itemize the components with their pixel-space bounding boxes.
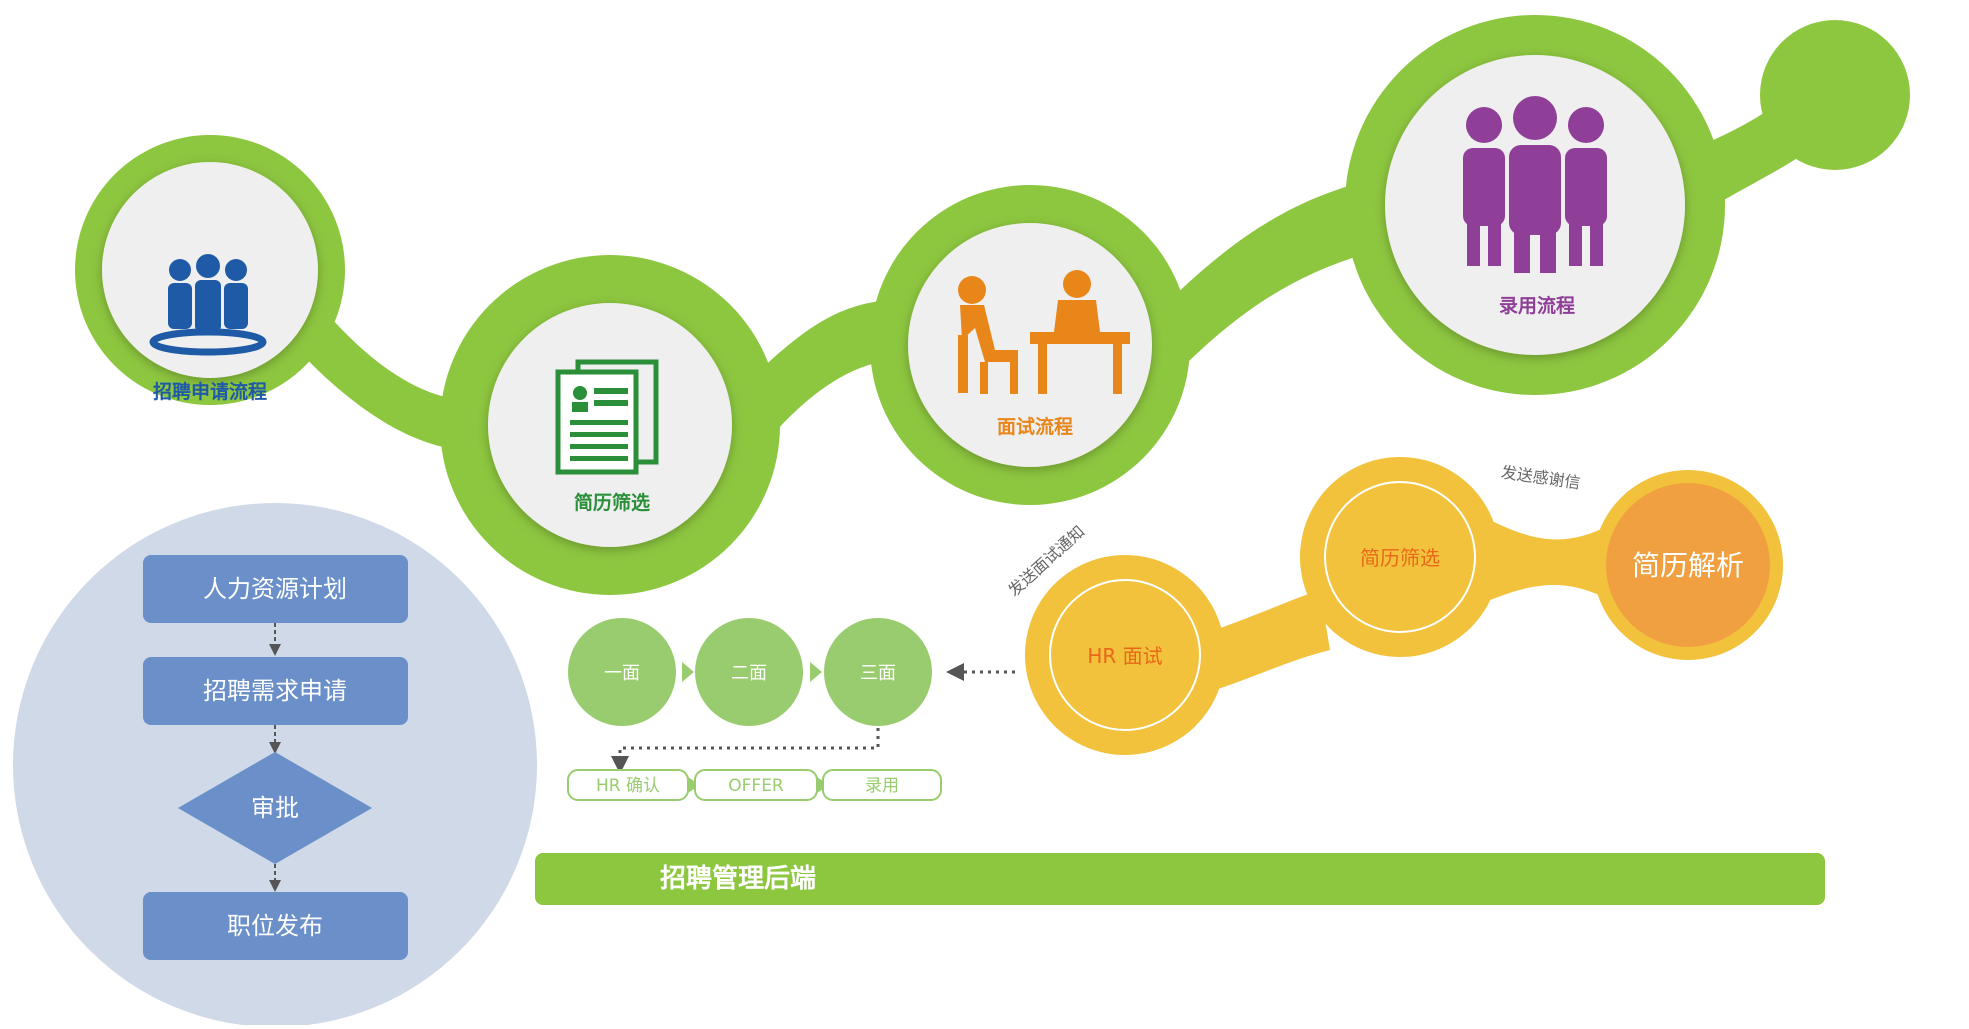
step-label: 简历筛选 — [574, 491, 650, 514]
flow-diamond-approve: 审批 — [178, 752, 372, 864]
step-hire: 录用 — [822, 769, 942, 801]
svg-text:简历解析: 简历解析 — [1632, 549, 1744, 582]
interview-icon — [958, 270, 1130, 394]
step-label: 招聘申请流程 — [153, 380, 267, 403]
arrow-right-icon — [810, 662, 822, 682]
svg-text:职位发布: 职位发布 — [227, 912, 323, 940]
svg-text:HR 面试: HR 面试 — [1087, 644, 1162, 668]
svg-text:HR 确认: HR 确认 — [596, 776, 660, 796]
svg-text:OFFER: OFFER — [728, 776, 784, 796]
flow-box-hr-plan: 人力资源计划 — [143, 555, 408, 623]
step-hire: 录用流程 — [1385, 55, 1685, 355]
step-offer: OFFER — [694, 769, 818, 801]
step-interview: 面试流程 — [908, 223, 1152, 467]
node-hr-interview: HR 面试 — [1049, 579, 1201, 731]
resume-document-icon — [555, 359, 659, 475]
arrow-right-icon — [682, 662, 694, 682]
approval-flow: 人力资源计划 招聘需求申请 审批 职位发布 — [13, 503, 537, 1027]
round-3: 三面 — [824, 618, 932, 726]
dotted-return-path — [611, 728, 880, 774]
svg-text:二面: 二面 — [731, 663, 767, 684]
step-label: 面试流程 — [997, 415, 1073, 438]
svg-text:简历筛选: 简历筛选 — [1360, 546, 1440, 570]
round-2: 二面 — [695, 618, 803, 726]
svg-text:一面: 一面 — [604, 663, 640, 684]
flow-box-request: 招聘需求申请 — [143, 657, 408, 725]
backend-bar: 招聘管理后端 — [535, 853, 1825, 905]
svg-text:录用: 录用 — [865, 776, 899, 796]
people-group-icon — [149, 254, 267, 356]
step-label: 录用流程 — [1499, 294, 1575, 317]
round-1: 一面 — [568, 618, 676, 726]
svg-text:三面: 三面 — [860, 663, 896, 684]
step-hr-confirm: HR 确认 — [567, 769, 689, 801]
step-recruit-request: 招聘申请流程 — [102, 162, 318, 403]
step-resume-screen: 简历筛选 — [488, 303, 732, 547]
svg-text:审批: 审批 — [251, 794, 299, 822]
interview-flow: 一面 二面 三面 HR 确认 OFFER 录用 — [567, 618, 942, 801]
backend-label: 招聘管理后端 — [660, 864, 816, 894]
svg-text:招聘需求申请: 招聘需求申请 — [203, 677, 347, 705]
flow-box-publish: 职位发布 — [143, 892, 408, 960]
svg-text:人力资源计划: 人力资源计划 — [203, 575, 347, 603]
team-icon — [1463, 96, 1607, 273]
edge-label-thanks: 发送感谢信 — [1500, 463, 1582, 493]
node-resume-screen: 简历筛选 — [1324, 481, 1476, 633]
resume-flow: 简历解析 简历筛选 HR 面试 发送感谢信 发送面试通知 — [946, 457, 1783, 755]
node-resume-parse: 简历解析 — [1606, 483, 1770, 647]
main-flow: 招聘申请流程 简历筛选 — [75, 15, 1910, 595]
